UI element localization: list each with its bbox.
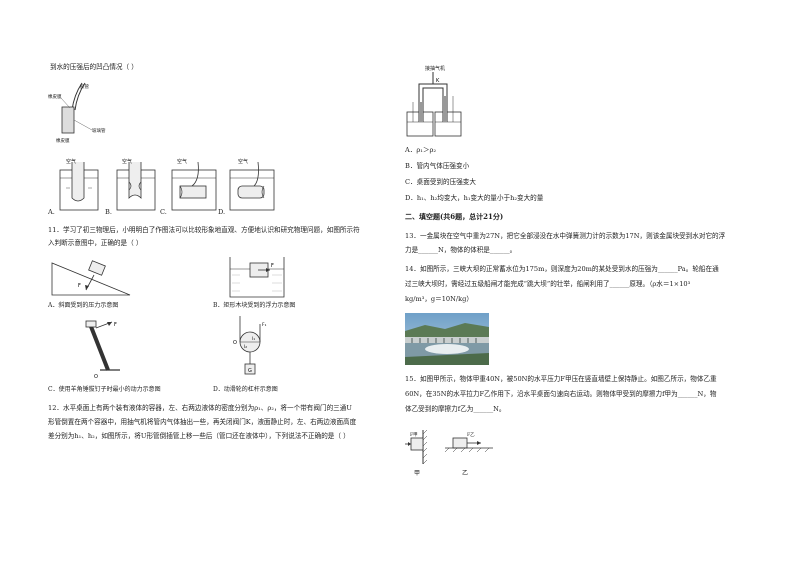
glass-tube-icon [61, 106, 75, 134]
fig-yi-label: 乙 [462, 470, 469, 477]
fig-jia-label: 甲 [414, 470, 421, 477]
q12-line1: 12．水平桌面上有两个装有液体的容器，左、右两边液体的密度分别为ρ₁、ρ₂，将一… [48, 404, 352, 412]
q15-line2: 60N，在35N的水平拉力F乙作用下，沿水平桌面匀速向右运动。则物体甲受到的摩擦… [405, 390, 717, 398]
q11-line2: 入判断示意图中，正确的是（ ） [48, 239, 143, 247]
pump-label: 接抽气机 [425, 66, 446, 72]
air-label-a: 空气 [66, 159, 77, 165]
q13-line1: 13．一金属块在空气中重为27N，把它全部浸没在水中弹簧测力计的示数为17N，则… [405, 232, 726, 240]
svg-text:F: F [114, 322, 117, 328]
label-film-top: 橡皮膜 [48, 95, 62, 100]
q11-buoyancy-figure: F [229, 257, 285, 298]
q11-caption-b: B．矩形木块受到的浮力示意图 [213, 302, 296, 309]
q10-option-a[interactable]: A. [48, 208, 55, 216]
q10-option-c-figure [171, 161, 217, 211]
q14-line2: 过三峡大坝时，需经过五级船闸才能完成“跳大坝”的壮举，船闸利用了______原理… [405, 280, 691, 288]
q11-hammer-figure: F O [85, 320, 120, 380]
q11-pulley-figure: G O F₁ l₁ l₂ [233, 316, 267, 375]
q11-caption-a: A．斜面受到的压力示意图 [48, 302, 119, 309]
q14-line1: 14．如图所示，三峡大坝的正常蓄水位为175m，则深度为20m的某处受到水的压强… [405, 265, 719, 273]
label-tube: 胶管 [80, 85, 89, 90]
q12-line3: 差分别为h₁、h₂，如图所示，将U形管倒插管上移一些后（管口还在液体中），下列说… [48, 432, 350, 440]
q10-option-c[interactable]: C. [160, 208, 167, 216]
svg-text:K: K [436, 78, 440, 84]
q10-tube-figure [60, 82, 93, 134]
q10-tail-text: 到水的压强后的凹凸情况（ ） [50, 63, 138, 71]
svg-text:l₂: l₂ [244, 344, 247, 350]
q14-line3: kg/m³，g＝10N/kg） [405, 295, 473, 303]
section-title: 二、填空题(共6题，总计21分) [405, 212, 504, 221]
svg-text:F: F [271, 263, 274, 269]
q12-option-c[interactable]: C．桌面受到的压强变大 [405, 178, 476, 186]
q12-option-d[interactable]: D．h₁、h₂均变大，h₁变大的量小于h₂变大的量 [405, 194, 544, 202]
q10-option-a-figure [59, 162, 99, 211]
q15-line3: 体乙受到的摩擦力f乙为______N。 [405, 405, 506, 413]
q12-option-b[interactable]: B．管内气体压强变小 [405, 162, 470, 170]
q11-line1: 11．学习了初三物理后，小明明白了作图法可以比较形象地直观、方便地认识和研究物理… [48, 226, 360, 234]
force-jia-label: F甲 [410, 433, 418, 438]
block-jia-icon [410, 437, 424, 451]
three-gorges-dam-photo [405, 313, 489, 365]
air-label-c: 空气 [177, 159, 188, 165]
label-glass: 玻璃管 [92, 129, 106, 134]
q15-line1: 15．如图甲所示，物体甲重40N，被50N的水平压力F甲压在竖直墙壁上保持静止。… [405, 375, 717, 383]
label-film-bottom: 橡皮膜 [56, 139, 70, 144]
q12-line2: 形管倒置在两个容器中，用抽气机将管内气体抽出一些，再关闭阀门K，液面静止时，左、… [48, 418, 357, 426]
q15-figures [405, 429, 493, 465]
weight-icon [244, 363, 256, 375]
q13-line2: 力是______N，物体的体积是______。 [405, 246, 517, 254]
force-yi-label: F乙 [467, 433, 475, 438]
q11-incline-figure: F [51, 260, 131, 296]
q11-caption-d: D．动滑轮的杠杆示意图 [213, 386, 278, 393]
q12-u-tube-figure: K [406, 72, 462, 137]
svg-text:G: G [248, 368, 252, 374]
svg-text:F: F [78, 283, 81, 289]
block-yi-icon [452, 437, 468, 449]
q10-option-b[interactable]: B. [105, 208, 112, 216]
air-label-d: 空气 [238, 159, 249, 165]
q10-option-b-figure [116, 162, 156, 211]
svg-text:l₁: l₁ [252, 336, 255, 342]
q10-option-d-figure [229, 161, 275, 211]
svg-text:F₁: F₁ [262, 322, 267, 328]
q10-option-d[interactable]: D. [218, 208, 226, 216]
q12-option-a[interactable]: A．ρ₁＞ρ₂ [405, 146, 436, 154]
svg-text:O: O [94, 374, 98, 380]
q11-caption-c: C．使用羊角锤拔钉子时最小的动力示意图 [48, 386, 161, 393]
svg-text:O: O [233, 340, 237, 346]
air-label-b: 空气 [122, 159, 133, 165]
